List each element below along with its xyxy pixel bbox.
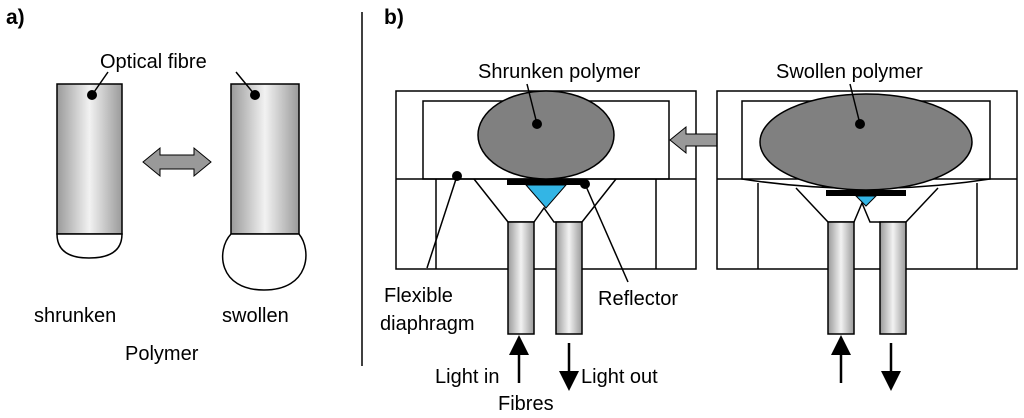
fibre-out bbox=[879, 221, 907, 335]
light-in-label: Light in bbox=[435, 366, 500, 388]
device-shrunken bbox=[395, 83, 697, 391]
fibre-shrunken bbox=[56, 83, 123, 259]
callout-line bbox=[91, 71, 109, 96]
swollen-label: swollen bbox=[222, 305, 289, 327]
reflector-label: Reflector bbox=[598, 288, 678, 310]
shrunken-label: shrunken bbox=[34, 305, 116, 327]
panel-b-label: b) bbox=[384, 6, 404, 29]
optical-fibre-right bbox=[230, 83, 300, 235]
swollen-polymer-label: Swollen polymer bbox=[776, 61, 923, 83]
reflector-prism bbox=[854, 195, 878, 207]
panel-a-label: a) bbox=[6, 6, 25, 29]
fibre-swollen bbox=[221, 83, 307, 291]
fibre-out bbox=[555, 221, 583, 335]
double-arrow-icon bbox=[142, 146, 212, 178]
panel-b: b) Shrunken polyme bbox=[380, 6, 1018, 415]
shrunken-polymer-label: Shrunken polymer bbox=[478, 61, 641, 83]
device-swollen bbox=[716, 83, 1018, 391]
panel-a: a) Optical fibre shrunken swollen Polyme… bbox=[6, 6, 307, 365]
light-out-label: Light out bbox=[581, 366, 658, 388]
polymer-label: Polymer bbox=[125, 343, 199, 365]
polymer-shrunken-cap bbox=[56, 233, 123, 259]
fibres-label: Fibres bbox=[498, 393, 554, 415]
polymer-swollen-cap bbox=[221, 233, 307, 291]
diaphragm-label-2: diaphragm bbox=[380, 313, 475, 335]
optical-fibre-label: Optical fibre bbox=[100, 51, 207, 73]
polymer-swollen bbox=[759, 93, 973, 191]
reflector bbox=[507, 179, 587, 185]
callout-line bbox=[235, 71, 256, 96]
reflector-prism bbox=[524, 184, 568, 209]
fibre-in bbox=[827, 221, 855, 335]
diaphragm-label-1: Flexible bbox=[384, 285, 453, 307]
polymer-shrunken bbox=[477, 90, 615, 180]
fibre-in bbox=[507, 221, 535, 335]
reflector bbox=[826, 190, 906, 196]
optical-fibre-left bbox=[56, 83, 123, 235]
